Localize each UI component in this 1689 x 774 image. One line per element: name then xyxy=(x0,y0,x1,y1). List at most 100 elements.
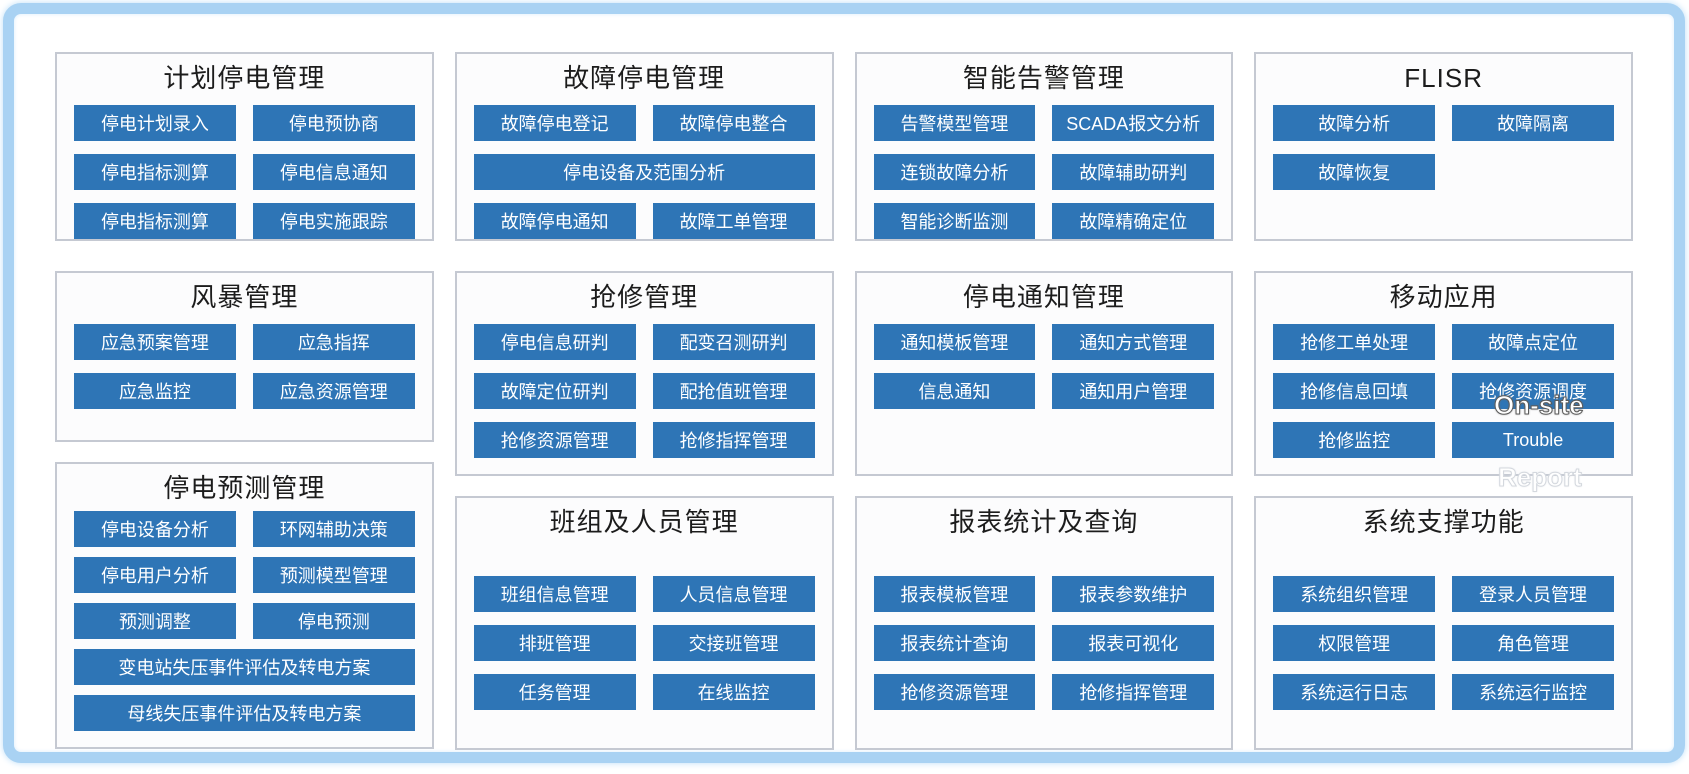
module-button[interactable]: 信息通知 xyxy=(873,373,1036,409)
module-button[interactable]: 抢修资源管理 xyxy=(473,422,636,458)
panel-title: 抢修管理 xyxy=(590,282,699,312)
module-button[interactable]: 系统运行日志 xyxy=(1273,674,1436,710)
module-button[interactable]: 故障点定位 xyxy=(1452,324,1614,360)
button-row: 停电指标测算停电实施跟踪 xyxy=(74,203,415,239)
module-button[interactable]: 排班管理 xyxy=(473,625,636,661)
module-button[interactable]: 预测模型管理 xyxy=(252,557,415,593)
module-button[interactable]: 停电实施跟踪 xyxy=(252,203,415,239)
button-row: 抢修资源管理抢修指挥管理 xyxy=(873,674,1215,710)
panel-button-rows: 停电计划录入停电预协商停电指标测算停电信息通知停电指标测算停电实施跟踪 xyxy=(57,94,432,239)
module-button[interactable]: 停电信息通知 xyxy=(252,154,415,190)
module-button[interactable]: 智能诊断监测 xyxy=(873,203,1036,239)
module-button[interactable]: 故障隔离 xyxy=(1452,105,1614,141)
module-button[interactable]: 故障定位研判 xyxy=(473,373,636,409)
button-row: 停电指标测算停电信息通知 xyxy=(74,154,415,190)
button-row: 故障定位研判配抢值班管理 xyxy=(473,373,815,409)
module-button[interactable]: 预测调整 xyxy=(74,603,236,639)
module-button[interactable]: 停电预测 xyxy=(252,603,415,639)
module-button[interactable]: 通知模板管理 xyxy=(873,324,1036,360)
module-button[interactable]: 抢修指挥管理 xyxy=(1052,674,1215,710)
module-button[interactable]: 故障停电通知 xyxy=(473,203,636,239)
module-button[interactable]: 停电设备分析 xyxy=(74,511,236,547)
module-button[interactable]: 应急监控 xyxy=(74,373,236,409)
button-row: 变电站失压事件评估及转电方案 xyxy=(74,649,415,685)
module-button[interactable]: 故障工单管理 xyxy=(652,203,815,239)
module-button[interactable]: 故障精确定位 xyxy=(1052,203,1215,239)
panel-title: 停电预测管理 xyxy=(163,473,326,503)
panel-team-personnel-management: 班组及人员管理班组信息管理人员信息管理排班管理交接班管理任务管理在线监控 xyxy=(454,496,834,750)
module-button[interactable]: 停电计划录入 xyxy=(74,105,236,141)
button-row: 抢修信息回填抢修资源调度 xyxy=(1273,373,1614,409)
module-button[interactable]: 母线失压事件评估及转电方案 xyxy=(74,695,415,731)
module-button[interactable]: 告警模型管理 xyxy=(873,105,1036,141)
module-button[interactable]: 环网辅助决策 xyxy=(252,511,415,547)
panel-button-rows: 应急预案管理应急指挥应急监控应急资源管理 xyxy=(57,313,432,409)
module-button[interactable]: 报表统计查询 xyxy=(873,625,1036,661)
module-button[interactable]: 变电站失压事件评估及转电方案 xyxy=(74,649,415,685)
module-button[interactable]: 交接班管理 xyxy=(652,625,815,661)
module-button[interactable]: 报表参数维护 xyxy=(1052,576,1215,612)
module-button[interactable]: 故障分析 xyxy=(1273,105,1436,141)
module-button[interactable]: 停电指标测算 xyxy=(74,203,236,239)
module-button[interactable]: 报表模板管理 xyxy=(873,576,1036,612)
panel-button-rows: 故障停电登记故障停电整合停电设备及范围分析故障停电通知故障工单管理 xyxy=(457,94,832,239)
button-row: 停电设备分析环网辅助决策 xyxy=(74,511,415,547)
module-button[interactable]: 停电用户分析 xyxy=(74,557,236,593)
panel-fault-outage-management: 故障停电管理故障停电登记故障停电整合停电设备及范围分析故障停电通知故障工单管理 xyxy=(454,52,834,241)
module-button[interactable]: 停电设备及范围分析 xyxy=(473,154,815,190)
panel-button-rows: 系统组织管理登录人员管理权限管理角色管理系统运行日志系统运行监控 xyxy=(1256,538,1631,710)
button-row: 应急预案管理应急指挥 xyxy=(74,324,415,360)
button-row: 母线失压事件评估及转电方案 xyxy=(74,695,415,731)
module-button[interactable]: 系统组织管理 xyxy=(1273,576,1436,612)
module-button[interactable]: 停电指标测算 xyxy=(74,154,236,190)
module-button[interactable]: 通知方式管理 xyxy=(1052,324,1215,360)
module-button[interactable]: 故障辅助研判 xyxy=(1052,154,1215,190)
panel-system-support-functions: 系统支撑功能系统组织管理登录人员管理权限管理角色管理系统运行日志系统运行监控 xyxy=(1254,496,1633,750)
module-button[interactable]: 人员信息管理 xyxy=(652,576,815,612)
panel-title: 班组及人员管理 xyxy=(549,507,739,537)
module-button[interactable]: Trouble xyxy=(1452,422,1614,458)
module-button[interactable]: 抢修指挥管理 xyxy=(652,422,815,458)
module-button[interactable]: 应急资源管理 xyxy=(252,373,415,409)
module-button[interactable]: 抢修监控 xyxy=(1273,422,1436,458)
module-button[interactable]: 权限管理 xyxy=(1273,625,1436,661)
panel-title: 风暴管理 xyxy=(190,282,299,312)
module-button[interactable]: 班组信息管理 xyxy=(473,576,636,612)
module-button[interactable]: 配抢值班管理 xyxy=(652,373,815,409)
button-row: 排班管理交接班管理 xyxy=(473,625,815,661)
module-button[interactable]: 角色管理 xyxy=(1452,625,1614,661)
module-button[interactable]: 故障停电登记 xyxy=(473,105,636,141)
module-button[interactable]: 在线监控 xyxy=(652,674,815,710)
module-button[interactable]: 登录人员管理 xyxy=(1452,576,1614,612)
button-row: 应急监控应急资源管理 xyxy=(74,373,415,409)
module-button[interactable]: 报表可视化 xyxy=(1052,625,1215,661)
module-button[interactable]: 应急预案管理 xyxy=(74,324,236,360)
module-button[interactable]: 停电信息研判 xyxy=(473,324,636,360)
module-button[interactable]: 连锁故障分析 xyxy=(873,154,1036,190)
module-button[interactable]: 抢修工单处理 xyxy=(1273,324,1436,360)
button-row: 故障停电通知故障工单管理 xyxy=(473,203,815,239)
module-button[interactable]: 停电预协商 xyxy=(252,105,415,141)
module-button[interactable]: 应急指挥 xyxy=(252,324,415,360)
module-button[interactable]: SCADA报文分析 xyxy=(1052,105,1215,141)
module-button[interactable]: 故障停电整合 xyxy=(652,105,815,141)
module-button[interactable]: 故障恢复 xyxy=(1273,154,1436,190)
button-row: 报表模板管理报表参数维护 xyxy=(873,576,1215,612)
button-row: 停电用户分析预测模型管理 xyxy=(74,557,415,593)
module-button[interactable]: 系统运行监控 xyxy=(1452,674,1614,710)
button-row: 停电信息研判配变召测研判 xyxy=(473,324,815,360)
module-button[interactable]: 通知用户管理 xyxy=(1052,373,1215,409)
button-row: 抢修资源管理抢修指挥管理 xyxy=(473,422,815,458)
module-button[interactable]: 任务管理 xyxy=(473,674,636,710)
module-button[interactable]: 抢修信息回填 xyxy=(1273,373,1436,409)
module-button[interactable]: 抢修资源调度 xyxy=(1452,373,1614,409)
button-row: 抢修监控 Trouble xyxy=(1273,422,1614,458)
panel-button-rows: 报表模板管理报表参数维护报表统计查询报表可视化抢修资源管理抢修指挥管理 xyxy=(857,538,1232,710)
module-button[interactable]: 抢修资源管理 xyxy=(873,674,1036,710)
module-button[interactable]: 配变召测研判 xyxy=(652,324,815,360)
panel-outage-notification-management: 停电通知管理通知模板管理通知方式管理信息通知通知用户管理 xyxy=(854,271,1234,476)
